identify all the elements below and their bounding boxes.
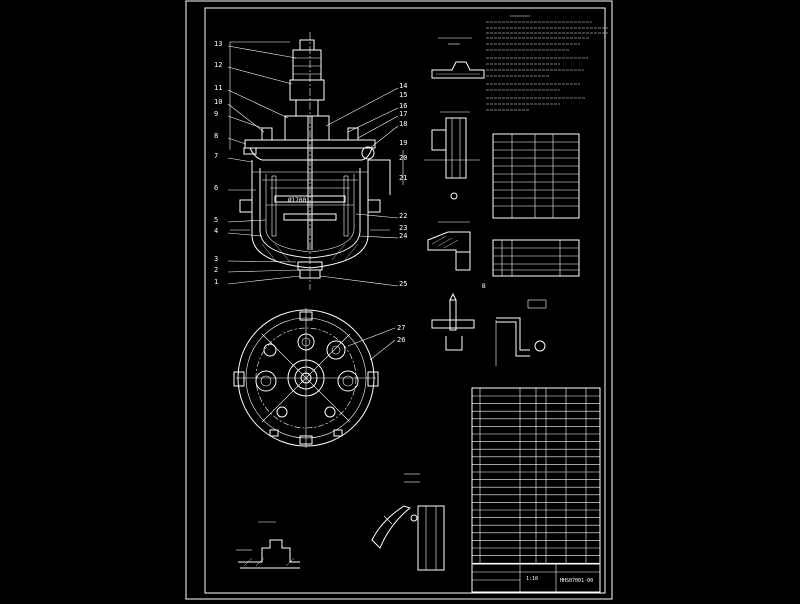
detail-b-wall (371, 473, 445, 571)
section-b-label: B (482, 283, 486, 290)
part-number-17: 17 (399, 110, 407, 118)
part-number-24: 24 (399, 232, 407, 240)
dimension-label: Ø1700 (288, 197, 306, 204)
part-number-14: 14 (399, 82, 407, 90)
part-number-7: 7 (214, 152, 218, 160)
plan-label-26: 26 (397, 336, 405, 344)
part-number-1: 1 (214, 278, 218, 286)
weld-detail-pin (431, 292, 475, 351)
part-number-9: 9 (214, 110, 218, 118)
part-number-6: 6 (214, 184, 218, 192)
part-number-8: 8 (214, 132, 218, 140)
outer-border (185, 0, 613, 600)
part-number-18: 18 (399, 120, 407, 128)
title-block-code: HHS07001-00 (560, 578, 593, 584)
title-block (471, 563, 601, 593)
part-number-13: 13 (214, 40, 222, 48)
part-number-3: 3 (214, 255, 218, 263)
inner-border (204, 7, 606, 594)
part-number-20: 20 (399, 154, 407, 162)
part-number-2: 2 (214, 266, 218, 274)
part-number-22: 22 (399, 212, 407, 220)
title-block-scale: 1:10 (526, 576, 538, 582)
part-number-19: 19 (399, 139, 407, 147)
weld-detail-section-b (427, 221, 471, 271)
nozzle-table (492, 239, 580, 277)
part-number-21: 21 (399, 174, 407, 182)
design-parameter-table (492, 133, 580, 219)
plan-label-27: 27 (397, 324, 405, 332)
part-number-11: 11 (214, 84, 222, 92)
part-number-labels-left: 13 12 11 10 9 8 7 6 5 4 3 2 1 (214, 40, 222, 286)
bill-of-materials-table (471, 387, 601, 565)
part-number-15: 15 (399, 91, 407, 99)
vessel-plan-view (233, 308, 396, 448)
part-number-12: 12 (214, 61, 222, 69)
part-number-23: 23 (399, 224, 407, 232)
vessel-elevation (227, 32, 404, 290)
weld-detail-bracket (495, 299, 547, 366)
part-number-10: 10 (214, 98, 222, 106)
detail-a-flange (236, 521, 300, 569)
technical-notes (486, 15, 608, 111)
weld-detail-nozzle (424, 111, 480, 200)
part-number-4: 4 (214, 227, 218, 235)
weld-detail-top (431, 37, 485, 79)
part-number-16: 16 (399, 102, 407, 110)
part-number-5: 5 (214, 216, 218, 224)
part-number-25: 25 (399, 280, 407, 288)
